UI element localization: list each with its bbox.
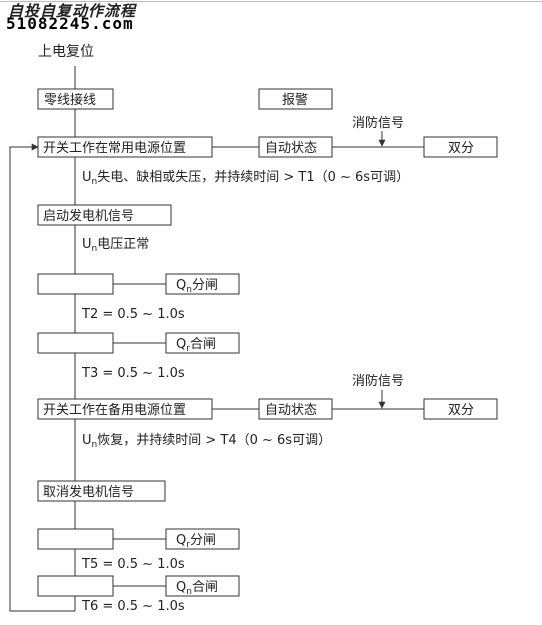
cancel-generator-box bbox=[37, 480, 166, 502]
qn-open-label-1: Qn分闸 bbox=[176, 278, 218, 295]
alarm-label: 报警 bbox=[282, 92, 308, 108]
auto-state-label-2: 自动状态 bbox=[265, 403, 317, 418]
qn-close-label-2: Qn合闸 bbox=[176, 580, 218, 597]
fire-signal-label-1: 消防信号 bbox=[352, 115, 404, 131]
neutral-wiring-box bbox=[37, 88, 114, 110]
qr-close-box bbox=[165, 332, 240, 354]
t5-delay: T5 = 0.5 ~ 1.0s bbox=[81, 557, 185, 572]
watermark: 51082245.com bbox=[6, 14, 134, 33]
loop-back-arrow bbox=[9, 143, 75, 612]
page-title: 自投自复动作流程 bbox=[8, 2, 137, 20]
fire-signal-label-2: 消防信号 bbox=[352, 373, 404, 389]
step-box-2 bbox=[37, 332, 114, 354]
step-box-4 bbox=[37, 575, 114, 597]
dual-open-box-2 bbox=[423, 398, 498, 420]
step-box-3 bbox=[37, 528, 114, 550]
step-box-1 bbox=[37, 273, 114, 295]
start-generator-label: 启动发电机信号 bbox=[43, 208, 134, 224]
un-normal-condition: Un电压正常 bbox=[82, 237, 149, 254]
switch-backup-label: 开关工作在备用电源位置 bbox=[43, 402, 186, 418]
alarm-box bbox=[258, 88, 333, 110]
dual-open-box-1 bbox=[423, 136, 498, 158]
un-restore-condition: Un恢复，并持续时间 > T4（0 ~ 6s可调） bbox=[82, 433, 331, 450]
cancel-generator-label: 取消发电机信号 bbox=[43, 484, 134, 500]
top-rule bbox=[0, 1, 542, 2]
dual-open-label-2: 双分 bbox=[448, 403, 474, 418]
t2-delay: T2 = 0.5 ~ 1.0s bbox=[81, 307, 185, 322]
t3-delay: T3 = 0.5 ~ 1.0s bbox=[81, 366, 185, 381]
qr-close-label: Qr合闸 bbox=[176, 337, 216, 354]
qr-open-box bbox=[165, 528, 240, 550]
start-generator-box bbox=[37, 204, 172, 226]
qn-open-box-1 bbox=[165, 273, 240, 295]
neutral-wiring-label: 零线接线 bbox=[44, 92, 96, 108]
auto-state-label-1: 自动状态 bbox=[265, 141, 317, 156]
dual-open-label-1: 双分 bbox=[448, 141, 474, 156]
qn-close-box-2 bbox=[165, 575, 240, 597]
qr-open-label: Qr分闸 bbox=[176, 533, 216, 550]
t6-delay: T6 = 0.5 ~ 1.0s bbox=[81, 599, 185, 614]
un-loss-condition: Un失电、缺相或失压，并持续时间 > T1（0 ~ 6s可调） bbox=[82, 170, 409, 187]
switch-normal-label: 开关工作在常用电源位置 bbox=[43, 141, 186, 156]
start-label: 上电复位 bbox=[38, 43, 94, 60]
